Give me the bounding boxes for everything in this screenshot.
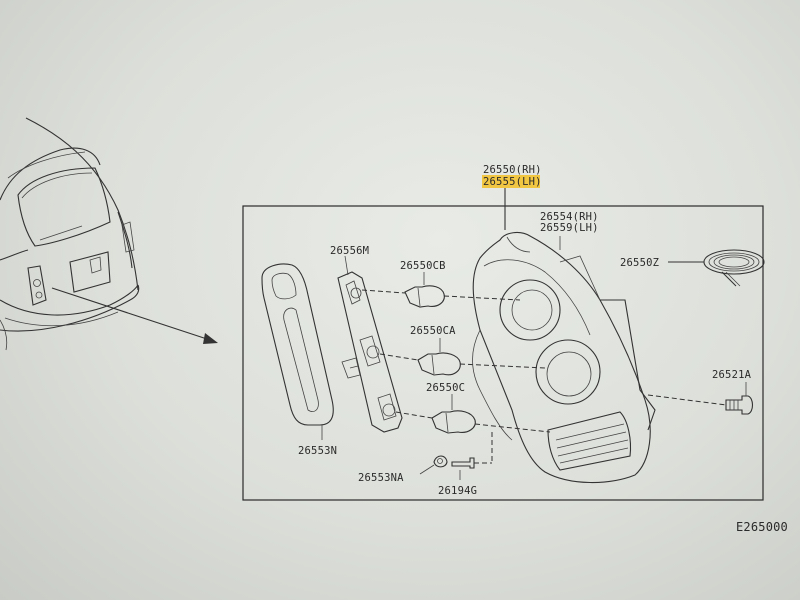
label-screw: 26194G — [438, 485, 477, 497]
label-seal: 26550Z — [620, 257, 659, 269]
arrow-head-icon — [203, 333, 218, 344]
bulb-c — [431, 394, 476, 434]
lamp-housing — [472, 231, 656, 484]
label-clip: 26553NA — [358, 472, 404, 484]
label-gasket: 26553N — [298, 445, 337, 457]
gasket-part — [261, 263, 334, 440]
diagram-frame — [242, 205, 764, 501]
bulb-cb — [404, 272, 445, 308]
label-bulb-ca: 26550CA — [410, 325, 456, 337]
label-packing: 26556M — [330, 245, 369, 257]
label-bulb-cb: 26550CB — [400, 260, 446, 272]
screw-part — [451, 432, 493, 480]
packing-part — [337, 255, 403, 433]
vehicle-rear-illustration — [0, 117, 218, 351]
label-bulb-c: 26550C — [426, 382, 465, 394]
seal-coil — [668, 249, 765, 287]
clip-part — [419, 455, 448, 475]
figure-code: E265000 — [736, 520, 788, 534]
bulb-ca — [417, 338, 461, 376]
label-assembly-lh: 26555(LH) — [483, 176, 542, 188]
label-housing-lh: 26559(LH) — [540, 222, 599, 234]
highlight-mark — [482, 175, 540, 188]
label-housing-rh: 26554(RH) — [540, 211, 599, 223]
label-bolt: 26521A — [712, 369, 752, 381]
bolt-part — [647, 382, 754, 415]
label-assembly-rh: 26550(RH) — [483, 164, 542, 176]
pointer-arrow — [51, 287, 211, 341]
